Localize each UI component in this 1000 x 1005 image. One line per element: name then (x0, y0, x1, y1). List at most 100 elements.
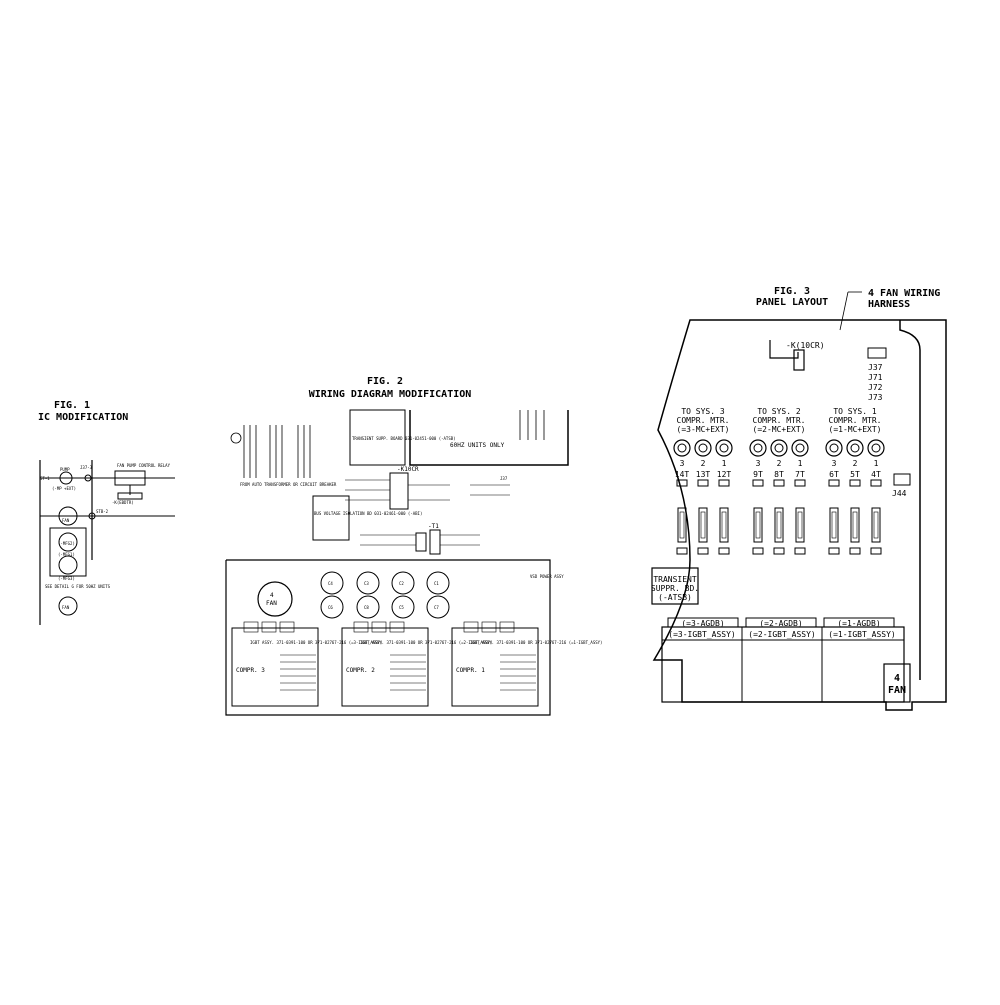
lower-block-4 (773, 547, 785, 555)
lower-block-2 (718, 547, 730, 555)
fuse-slot-3 (753, 507, 763, 543)
terminal-label-3: 9T (753, 470, 763, 479)
fig1-j37-3: J37-3 (80, 465, 93, 470)
cap-label-c5: C5 (399, 605, 404, 610)
fig1-mfg1: (-MFG1) (58, 552, 75, 557)
fuse-slot-inner-8 (873, 511, 879, 539)
sys2-line1: TO SYS. 2 (757, 407, 801, 416)
fuse-slot-1 (698, 507, 708, 543)
sys2-line3: (=2-MC+EXT) (753, 425, 806, 434)
lug-outer-1 (694, 439, 712, 457)
fuse-slot-0 (677, 507, 687, 543)
lug-inner-0 (677, 443, 687, 453)
lug-inner-2 (719, 443, 729, 453)
fig1-mfg3: (-MFG3) (58, 576, 75, 581)
sys3-line1: TO SYS. 3 (681, 407, 725, 416)
lower-block-7 (849, 547, 861, 555)
sys3-line3: (=3-MC+EXT) (677, 425, 730, 434)
lug-number-0: 3 (680, 459, 685, 468)
terminal-block-4 (773, 479, 785, 487)
fig2-igbt2: IGBT ASSY. 371-0391-100 OR 371-02767-216… (360, 640, 492, 645)
fig2-power-assy: VSD POWER ASSY (530, 574, 564, 579)
fig2-from-auto: FROM AUTO TRANSFORMER OR CIRCUIT BREAKER (240, 482, 337, 487)
lower-block-8 (870, 547, 882, 555)
fuse-slot-inner-5 (797, 511, 803, 539)
fig2: FIG. 2 WIRING DIAGRAM MODIFICATION FROM … (225, 376, 602, 716)
cap-label-c3: C3 (364, 581, 369, 586)
lug-outer-3 (749, 439, 767, 457)
cap-label-c6: C6 (328, 605, 333, 610)
terminal-block-8 (870, 479, 882, 487)
terminal-block-5 (794, 479, 806, 487)
fig3-igbt3: (=3-IGBT_ASSY) (668, 630, 735, 639)
fuse-slot-inner-3 (755, 511, 761, 539)
fig3-agdb1: (=1-AGDB) (837, 619, 880, 628)
fig2-bus-voltage: BUS VOLTAGE ISOLATION BD 031-02461-000 (… (314, 511, 422, 516)
fig1-st1: ST-1 (40, 476, 50, 481)
terminal-block-2 (718, 479, 730, 487)
cap-label-c2: C2 (399, 581, 404, 586)
sys3-line2: COMPR. MTR. (677, 416, 730, 425)
fig1-title: FIG. 1 (54, 400, 90, 411)
lug-number-7: 2 (853, 459, 858, 468)
lug-outer-5 (791, 439, 809, 457)
lug-inner-1 (698, 443, 708, 453)
terminal-label-1: 13T (696, 470, 711, 479)
terminal-label-2: 12T (717, 470, 732, 479)
lower-block-1 (697, 547, 709, 555)
lug-outer-4 (770, 439, 788, 457)
fig3-igbt1: (=1-IGBT_ASSY) (828, 630, 895, 639)
fig2-t1: -T1 (428, 523, 439, 530)
lower-block-3 (752, 547, 764, 555)
fig2-igbt3: IGBT ASSY. 371-0391-100 OR 371-02767-216… (250, 640, 382, 645)
lug-outer-0 (673, 439, 691, 457)
fig3-jack-j37: J37 (868, 363, 883, 372)
fuse-slot-inner-4 (776, 511, 782, 539)
fig3-transient-l2: SUPPR. BD. (651, 584, 699, 593)
sys1-line3: (=1-MC+EXT) (829, 425, 882, 434)
lower-block-5 (794, 547, 806, 555)
fig3-transient-l1: TRANSIENT (653, 575, 697, 584)
lug-outer-6 (825, 439, 843, 457)
terminal-block-6 (828, 479, 840, 487)
sys1-line1: TO SYS. 1 (833, 407, 877, 416)
terminal-label-4: 8T (774, 470, 784, 479)
fig3-jack-j71: J71 (868, 373, 883, 382)
fig1-subtitle: IC MODIFICATION (38, 412, 128, 423)
fig1-pump: PUMP (60, 467, 70, 472)
lug-outer-8 (867, 439, 885, 457)
fig1-stb2: STB-2 (96, 509, 109, 514)
fig1-fan-4: FAN (62, 605, 70, 610)
fig2-60hz-only: 60HZ UNITS ONLY (450, 442, 505, 449)
fig3-j44: J44 (892, 489, 907, 498)
lug-number-5: 1 (798, 459, 803, 468)
fig2-j37-label: J37 (500, 476, 508, 481)
lug-number-8: 1 (874, 459, 879, 468)
fig3-k10cr: -K(10CR) (786, 341, 825, 350)
lug-number-1: 2 (701, 459, 706, 468)
lug-number-6: 3 (832, 459, 837, 468)
lug-outer-7 (846, 439, 864, 457)
fig3-igbt2: (=2-IGBT_ASSY) (748, 630, 815, 639)
fig2-fan-4-number: 4 (270, 592, 274, 599)
fig3-subtitle: PANEL LAYOUT (756, 297, 828, 308)
fig3-harness-2: HARNESS (868, 299, 910, 310)
fig3-agdb2: (=2-AGDB) (759, 619, 802, 628)
fig3-jack-j72: J72 (868, 383, 883, 392)
cap-label-c4: C4 (328, 581, 333, 586)
terminal-label-0: 14T (675, 470, 690, 479)
fig1-mfg2: (-MFG2) (58, 541, 75, 546)
lug-inner-4 (774, 443, 784, 453)
fig2-k10cr: -K10CR (397, 466, 419, 473)
fig1-mp-ext: (-MP +EXT) (52, 486, 76, 491)
terminal-block-1 (697, 479, 709, 487)
lower-block-6 (828, 547, 840, 555)
lug-inner-3 (753, 443, 763, 453)
fuse-slot-7 (850, 507, 860, 543)
sys2-line2: COMPR. MTR. (753, 416, 806, 425)
fuse-slot-8 (871, 507, 881, 543)
fig1-k-ebdtr: -K(EBDTR) (112, 500, 134, 505)
fuse-slot-6 (829, 507, 839, 543)
